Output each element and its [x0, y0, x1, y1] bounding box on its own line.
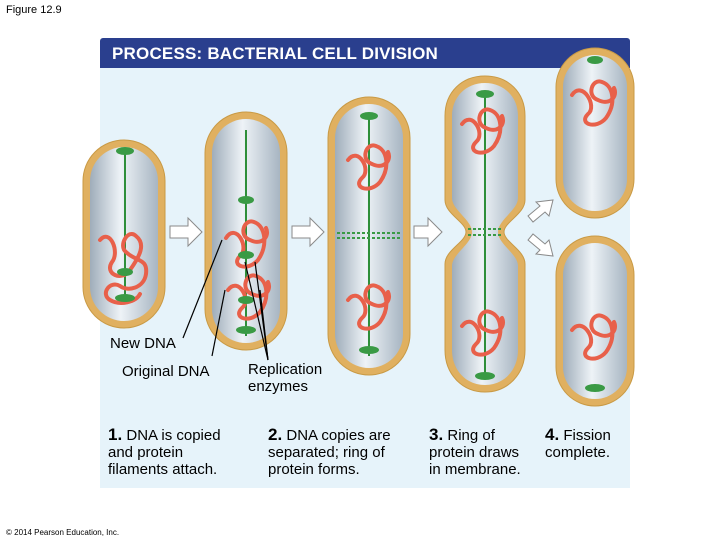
cell-stage-3 — [327, 96, 411, 376]
step-3-line-2: protein draws — [429, 444, 520, 461]
figure-label: Figure 12.9 — [6, 4, 62, 16]
arrow-2 — [291, 216, 325, 248]
label-replication-enzymes-line1: Replication — [248, 361, 323, 378]
step-2-caption: 2. DNA copies are separated; ring of pro… — [268, 426, 391, 478]
label-original-dna: Original DNA — [122, 363, 210, 380]
step-2-line-3: protein forms. — [268, 461, 360, 478]
arrow-3 — [413, 216, 443, 248]
label-new-dna: New DNA — [110, 335, 176, 352]
step-4-caption: 4. Fission complete. — [545, 426, 611, 461]
step-1-line-1: DNA is copied — [126, 427, 221, 444]
cell-stage-2 — [204, 111, 288, 351]
step-4-number: 4. — [545, 425, 560, 444]
step-3-caption: 3. Ring of protein draws in membrane. — [429, 426, 521, 478]
cell-stage-1 — [82, 139, 166, 329]
step-1-line-3: filaments attach. — [108, 461, 218, 478]
step-2-number: 2. — [268, 425, 283, 444]
panel-title: PROCESS: BACTERIAL CELL DIVISION — [112, 44, 438, 63]
label-replication-enzymes-line2: enzymes — [248, 378, 309, 395]
daughter-cell-bottom — [555, 235, 635, 407]
daughter-cell-top — [555, 47, 635, 219]
step-3-number: 3. — [429, 425, 444, 444]
label-pointer-lines — [182, 239, 269, 361]
step-3-line-1: Ring of — [447, 427, 495, 444]
step-3-line-3: in membrane. — [429, 461, 521, 478]
copyright-notice: © 2014 Pearson Education, Inc. — [6, 528, 120, 537]
step-1-number: 1. — [108, 425, 123, 444]
panel-header — [100, 38, 630, 68]
cell-stage-4 — [444, 75, 526, 393]
step-1-caption: 1. DNA is copied and protein filaments a… — [108, 426, 221, 478]
arrow-1 — [169, 216, 203, 248]
arrow-split-down — [527, 233, 554, 257]
step-2-line-2: separated; ring of — [268, 444, 385, 461]
arrow-split-up — [527, 199, 554, 223]
step-4-line-2: complete. — [545, 444, 611, 461]
step-1-line-2: and protein — [108, 444, 184, 461]
step-2-line-1: DNA copies are — [286, 427, 391, 444]
step-4-line-1: Fission — [563, 427, 611, 444]
